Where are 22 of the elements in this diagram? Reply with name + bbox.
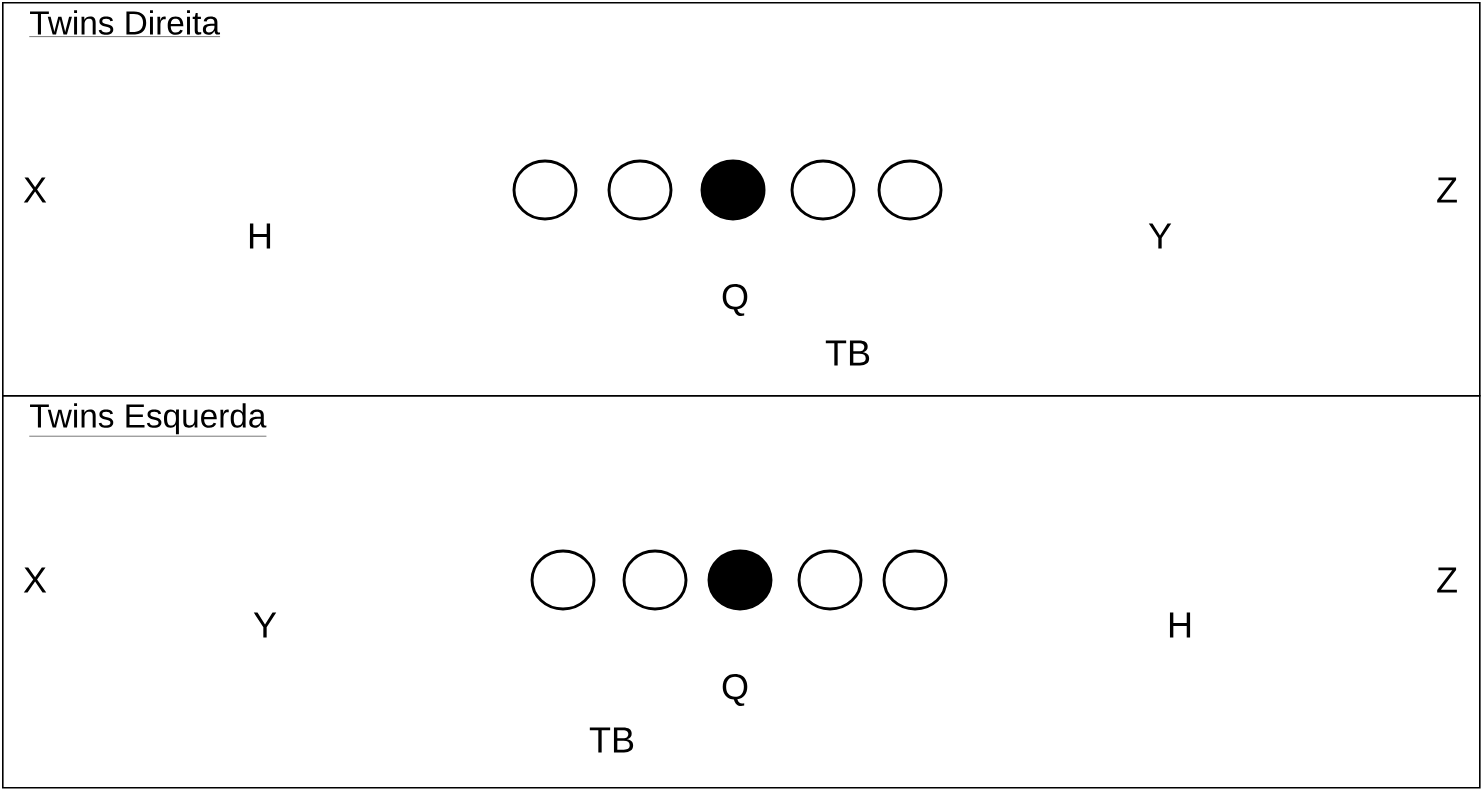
position-letter: X <box>23 567 47 593</box>
lineman-marker <box>622 549 688 611</box>
lineman-marker <box>607 159 673 221</box>
lineman-marker <box>790 159 856 221</box>
position-letter: Q <box>722 284 748 316</box>
position-letter: TB <box>589 727 634 753</box>
position-letter: Z <box>1437 567 1457 593</box>
position-letter: Z <box>1437 177 1457 203</box>
lineman-marker <box>877 159 943 221</box>
lineman-marker <box>797 549 863 611</box>
position-letter: X <box>23 177 47 203</box>
position-letter: TB <box>825 340 870 366</box>
center-marker <box>707 549 773 611</box>
position-letter: Y <box>253 612 277 638</box>
position-letter: Q <box>722 674 748 706</box>
position-letter: Y <box>1148 223 1172 249</box>
lineman-marker <box>882 549 948 611</box>
center-marker <box>700 159 766 221</box>
lineman-marker <box>530 549 596 611</box>
lineman-marker <box>512 159 578 221</box>
position-letter: H <box>1169 612 1191 638</box>
position-letter: H <box>249 223 271 249</box>
